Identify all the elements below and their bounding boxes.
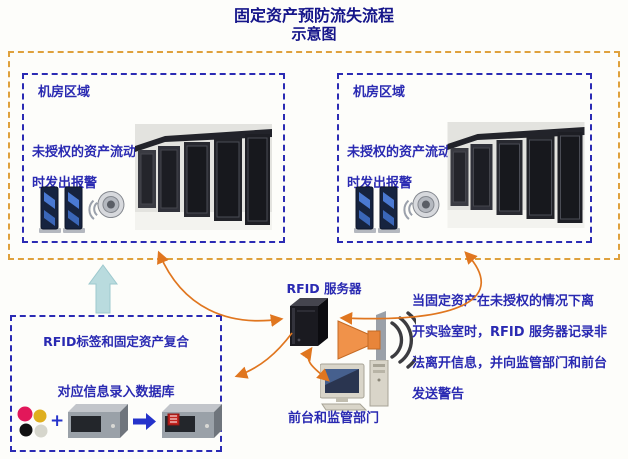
device-icon	[66, 404, 130, 442]
server-racks-photo	[135, 124, 272, 234]
title-line-1: 固定资产预防流失流程	[233, 6, 394, 25]
computer-icon	[319, 359, 390, 416]
rfid-server-label: RFID 服务器	[286, 281, 362, 296]
plus-sign: +	[50, 411, 65, 431]
alert-note-line-4: 发送警告	[412, 387, 465, 402]
zone-label: 机房区域	[38, 85, 91, 100]
rfid-gate-icon	[352, 185, 444, 243]
transform-arrow-icon	[133, 412, 157, 435]
registration-illustration: +	[16, 403, 224, 443]
arrow-server-registration	[234, 332, 293, 379]
alert-note: 当固定资产在未授权的情况下离 开实验室时，RFID 服务器记录非 法离开信息，并…	[412, 286, 622, 410]
up-block-arrow	[88, 264, 118, 314]
page-title: 固定资产预防流失流程 示意图	[0, 6, 628, 44]
rfid-server-icon	[288, 296, 332, 352]
zone-alert-line-1: 未授权的资产流动	[32, 145, 137, 160]
zone-label: 机房区域	[353, 85, 406, 100]
alert-note-line-1: 当固定资产在未授权的情况下离	[412, 294, 595, 309]
tagged-device-icon	[160, 404, 224, 442]
monitored-area-border	[8, 51, 620, 260]
registration-subtitle: 对应信息录入数据库	[57, 385, 175, 400]
asset-tags-icon	[16, 403, 48, 443]
registration-box: RFID标签和固定资产复合 对应信息录入数据库 +	[10, 315, 224, 452]
registration-title: RFID标签和固定资产复合	[43, 334, 189, 349]
title-line-2: 示意图	[291, 25, 337, 43]
zone-box-right: 机房区域 未授权的资产流动 时发出报警	[337, 73, 592, 243]
rfid-gate-icon	[37, 185, 129, 243]
alert-note-line-2: 开实验室时，RFID 服务器记录非	[412, 325, 608, 340]
server-racks-photo	[446, 122, 586, 232]
alert-note-line-3: 法离开信息，并向监管部门和前台	[412, 356, 608, 371]
zone-alert-line-1: 未授权的资产流动	[347, 145, 452, 160]
zone-box-left: 机房区域 未授权的资产流动 时发出报警	[22, 73, 285, 243]
arrow-leftzone-server	[157, 250, 284, 327]
frontdesk-label: 前台和监管部门	[288, 411, 380, 426]
